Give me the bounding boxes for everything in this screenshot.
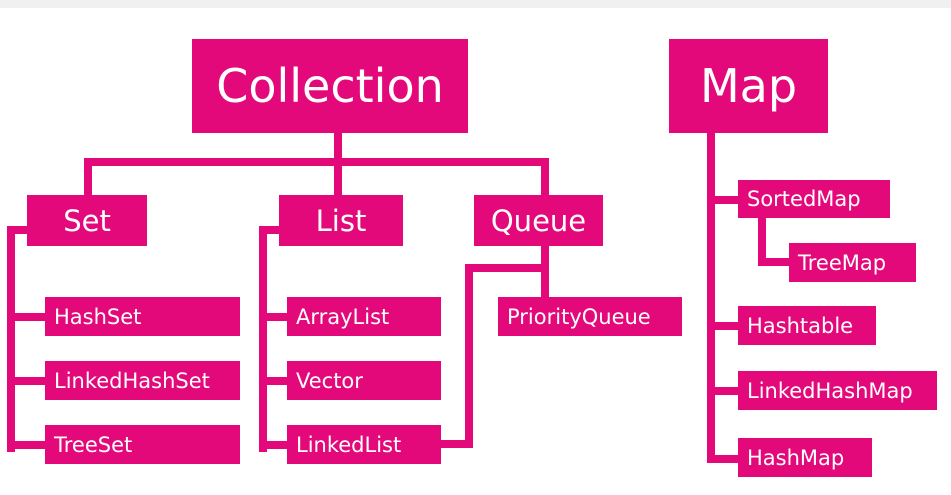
connector	[7, 313, 45, 321]
connector	[259, 377, 288, 385]
connector	[707, 133, 715, 463]
connector	[707, 196, 739, 204]
connector	[707, 322, 739, 330]
connector	[465, 264, 473, 448]
queue-node: Queue	[474, 195, 603, 246]
arraylist-node: ArrayList	[287, 297, 441, 336]
connector	[707, 387, 739, 395]
priorityqueue-node: PriorityQueue	[498, 297, 682, 336]
connector	[541, 158, 549, 195]
connector	[758, 258, 790, 266]
connector	[707, 455, 739, 463]
connector	[259, 441, 288, 449]
hashtable-node: Hashtable	[738, 306, 876, 345]
top-band	[0, 0, 951, 8]
linkedhashset-node: LinkedHashSet	[45, 361, 240, 400]
connector	[7, 441, 45, 449]
linkedlist-node: LinkedList	[287, 425, 441, 464]
list-node: List	[279, 195, 403, 246]
treemap-node: TreeMap	[789, 243, 916, 282]
connector	[259, 226, 267, 452]
map-node: Map	[669, 39, 828, 133]
connector	[541, 246, 549, 300]
connector	[758, 210, 766, 266]
collection-node: Collection	[192, 39, 468, 133]
vector-node: Vector	[287, 361, 441, 400]
connector	[84, 158, 92, 195]
connector	[334, 133, 342, 165]
connector	[440, 440, 473, 448]
connector	[7, 226, 15, 452]
set-node: Set	[27, 195, 147, 246]
connector	[259, 226, 281, 234]
connector	[465, 264, 545, 272]
treeset-node: TreeSet	[45, 425, 240, 464]
connector	[259, 313, 288, 321]
hashmap-node: HashMap	[738, 438, 872, 477]
hashset-node: HashSet	[45, 297, 240, 336]
connector	[334, 158, 342, 195]
sortedmap-node: SortedMap	[738, 180, 890, 218]
linkedhashmap-node: LinkedHashMap	[738, 371, 937, 410]
connector	[7, 377, 45, 385]
connector	[84, 158, 549, 166]
connector	[7, 226, 29, 234]
